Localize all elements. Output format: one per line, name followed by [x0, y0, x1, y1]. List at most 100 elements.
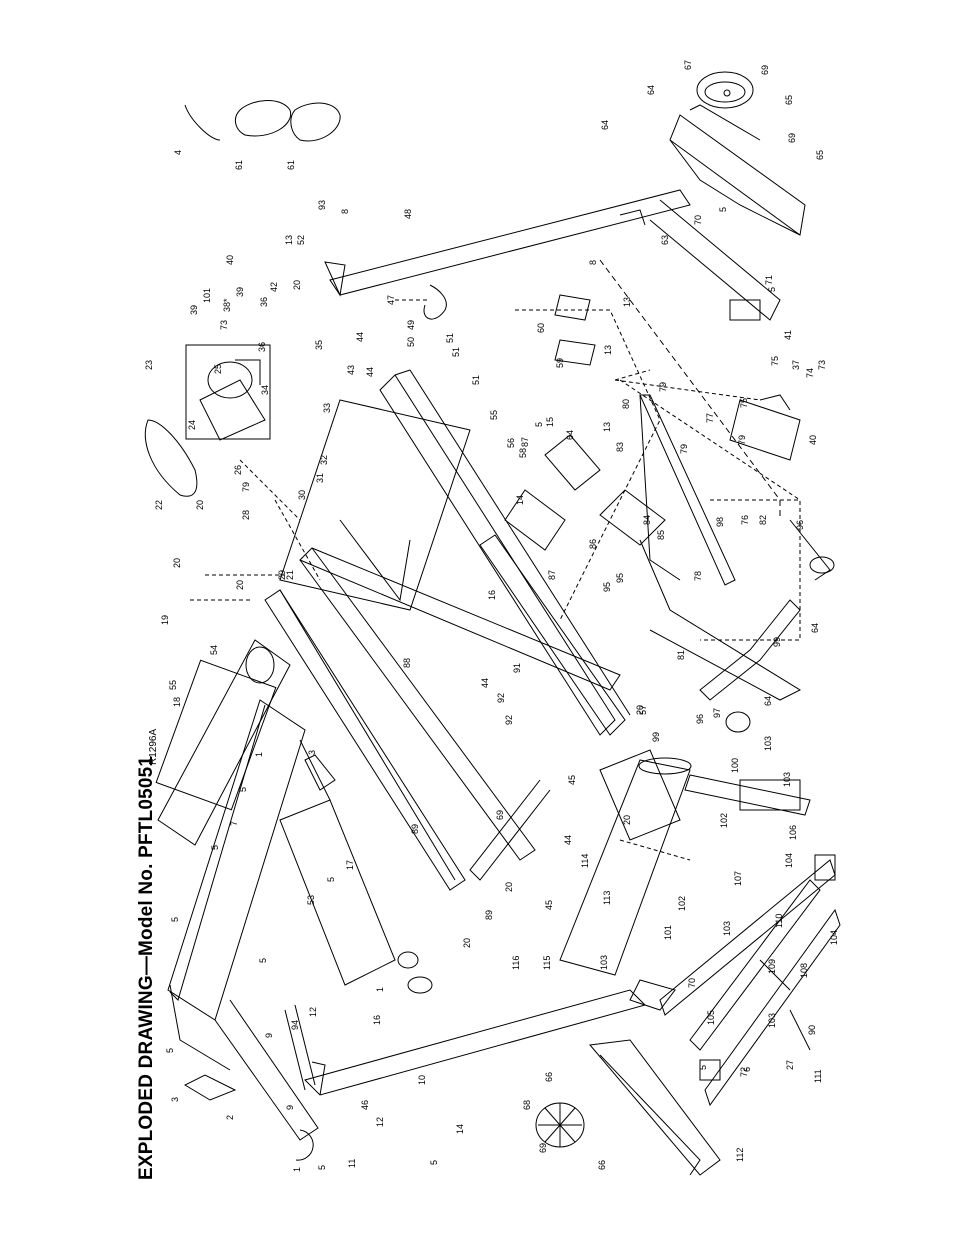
- part-label: 107: [733, 871, 743, 886]
- right-upright: [324, 104, 806, 321]
- part-label: 108: [799, 963, 809, 978]
- part-label: 1: [375, 987, 385, 992]
- part-label: 5: [210, 845, 220, 850]
- part-label: 29: [277, 570, 287, 580]
- part-label: 101: [202, 288, 212, 303]
- part-label: 44: [563, 835, 573, 845]
- part-label: 72: [739, 1067, 749, 1077]
- base-frame: [659, 779, 841, 1107]
- part-label: 19: [160, 615, 170, 625]
- part-label: 17: [345, 860, 355, 870]
- left-upright: [304, 989, 646, 1096]
- part-label: 20: [622, 815, 632, 825]
- part-label: 15: [545, 417, 555, 427]
- part-label: 57: [638, 705, 648, 715]
- part-label: 13: [284, 235, 294, 245]
- part-label: 64: [646, 85, 656, 95]
- part-label: 69: [495, 810, 505, 820]
- part-label: 42: [269, 282, 279, 292]
- part-label: 5: [698, 1065, 708, 1070]
- part-label: 5: [317, 1165, 327, 1170]
- part-label: 43: [346, 365, 356, 375]
- part-label: 61: [286, 160, 296, 170]
- part-label: 16: [487, 590, 497, 600]
- part-label: 24: [187, 420, 197, 430]
- part-label: 78: [693, 571, 703, 581]
- part-label: 86: [588, 539, 598, 549]
- part-label: 47: [386, 295, 396, 305]
- part-label: 94: [290, 1020, 300, 1030]
- part-label: 73: [817, 360, 827, 370]
- part-label: 45: [567, 775, 577, 785]
- part-label: 85: [656, 530, 666, 540]
- part-label: 20: [235, 580, 245, 590]
- part-label: 84: [642, 515, 652, 525]
- part-label: 87: [547, 570, 557, 580]
- part-label: 5: [718, 207, 728, 212]
- part-label: 3: [307, 750, 317, 755]
- part-label: 69: [787, 133, 797, 143]
- part-label: 5: [534, 422, 544, 427]
- controller-parts: [504, 294, 666, 551]
- part-label: 67: [683, 60, 693, 70]
- part-label: 14: [455, 1124, 465, 1134]
- part-label: 51: [451, 347, 461, 357]
- part-label: 21: [285, 570, 295, 580]
- bottom-wheel: [535, 1102, 585, 1148]
- part-label: 1: [292, 1167, 302, 1172]
- part-label: 89: [484, 910, 494, 920]
- part-label: 49: [406, 320, 416, 330]
- part-label: 25: [213, 364, 223, 374]
- part-label: 116: [511, 956, 521, 970]
- part-label: 75: [770, 356, 780, 366]
- part-label: 13: [603, 345, 613, 355]
- part-label: 5: [238, 787, 248, 792]
- part-label: 8: [340, 209, 350, 214]
- part-label: 97: [712, 708, 722, 718]
- part-label: 75: [739, 398, 749, 408]
- part-label: 79: [679, 444, 689, 454]
- part-label: 92: [504, 715, 514, 725]
- part-label: 66: [544, 1072, 554, 1082]
- part-label: 99: [772, 637, 782, 647]
- part-label: 70: [687, 978, 697, 988]
- part-label: 103: [722, 921, 732, 936]
- part-label: 90: [807, 1025, 817, 1035]
- part-label: 82: [758, 515, 768, 525]
- part-label: 58: [518, 448, 528, 458]
- part-label: 4: [173, 150, 183, 155]
- part-label: 31: [315, 473, 325, 483]
- part-label: 34: [260, 385, 270, 395]
- part-label: 105: [706, 1010, 716, 1025]
- part-label: 111: [813, 1069, 823, 1083]
- part-label: 61: [234, 160, 244, 170]
- part-label: 103: [767, 1013, 777, 1028]
- part-label: 37: [791, 360, 801, 370]
- part-label: 77: [705, 413, 715, 423]
- part-label: 18: [172, 697, 182, 707]
- part-label: 106: [788, 825, 798, 840]
- part-label: 39: [235, 287, 245, 297]
- part-label: 13: [602, 422, 612, 432]
- part-label: 12: [375, 1117, 385, 1127]
- part-label: 44: [355, 332, 365, 342]
- part-label: 104: [784, 853, 794, 868]
- part-label: 5: [429, 1160, 439, 1165]
- part-label: 22: [154, 500, 164, 510]
- part-label: 32: [319, 455, 329, 465]
- part-label: 87: [520, 437, 530, 447]
- part-label: 5: [326, 877, 336, 882]
- part-label: 73: [219, 320, 229, 330]
- frame-rails: [264, 369, 631, 891]
- part-label: 110: [774, 914, 784, 928]
- part-label: 68: [522, 1100, 532, 1110]
- part-label: 46: [360, 1100, 370, 1110]
- drive-belt: [144, 419, 198, 497]
- part-label: 20: [504, 882, 514, 892]
- part-label: 44: [480, 678, 490, 688]
- part-label: 112: [735, 1148, 745, 1162]
- part-label: 28: [241, 510, 251, 520]
- part-label: 20: [172, 558, 182, 568]
